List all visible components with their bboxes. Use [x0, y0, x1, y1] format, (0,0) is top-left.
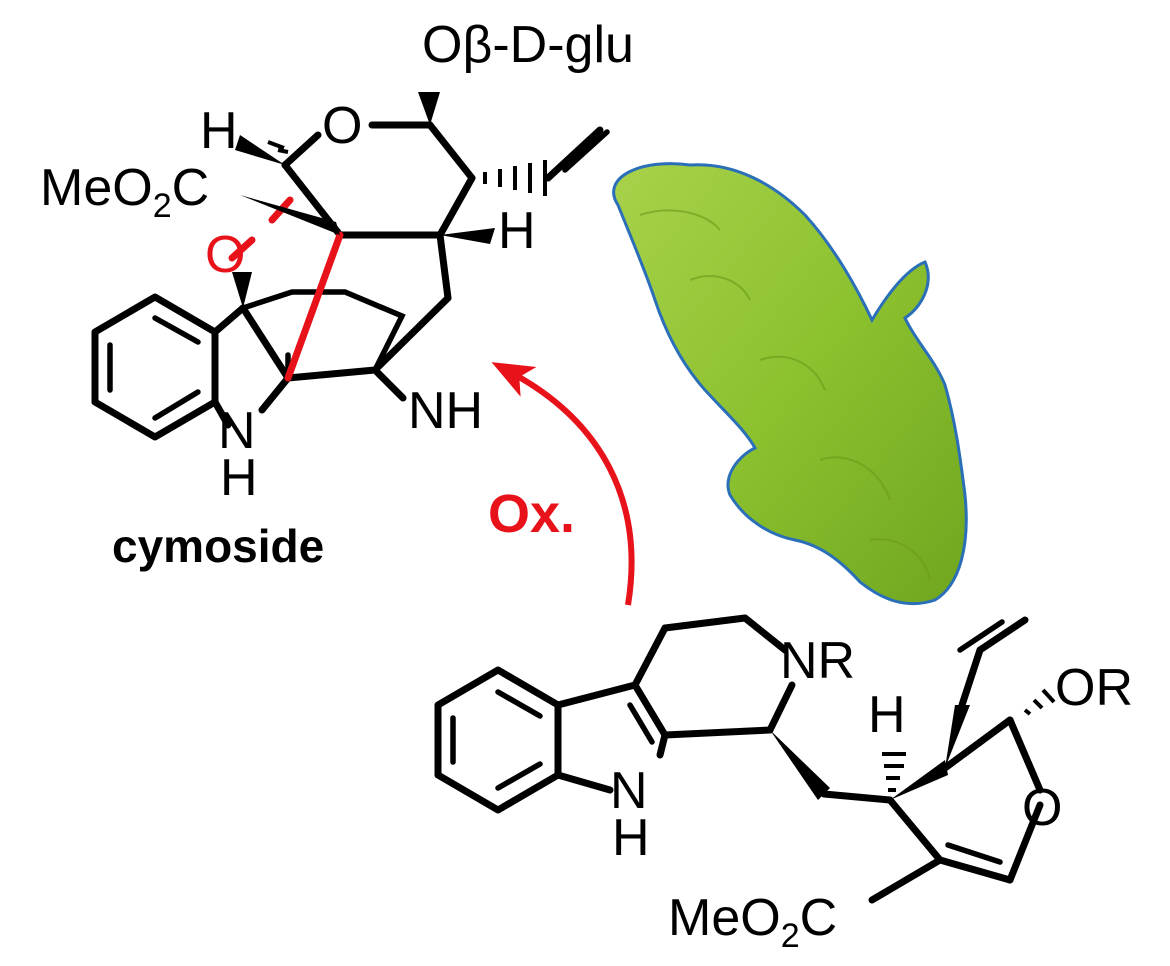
- reaction-arrow: [491, 362, 635, 606]
- nh-right-label: NH: [408, 382, 483, 440]
- or-label: OR: [1055, 659, 1133, 717]
- bridge-oxygen-label: O: [205, 226, 245, 284]
- h-top-label: H: [200, 102, 238, 160]
- ring-oxygen-label: O: [322, 97, 362, 155]
- reaction-label: Ox.: [488, 484, 575, 544]
- indoline-n-label: N: [218, 402, 256, 460]
- precursor-h-label: H: [868, 686, 906, 744]
- cymoside-structure: [91, 92, 610, 441]
- precursor-ester-label: MeO2C: [668, 889, 837, 955]
- h-right-label: H: [498, 202, 536, 260]
- indole-h-label: H: [612, 809, 650, 867]
- island-map-icon: [612, 162, 968, 606]
- glucoside-label: Oβ-D-glu: [422, 16, 634, 74]
- indoline-h-label: H: [220, 449, 258, 507]
- precursor-ring-oxygen-label: O: [1022, 779, 1062, 837]
- nr-label: NR: [780, 632, 855, 690]
- ester-label: MeO2C: [40, 159, 209, 225]
- product-name: cymoside: [112, 520, 324, 572]
- indole-n-label: N: [610, 762, 648, 820]
- precursor-structure: [434, 614, 1056, 904]
